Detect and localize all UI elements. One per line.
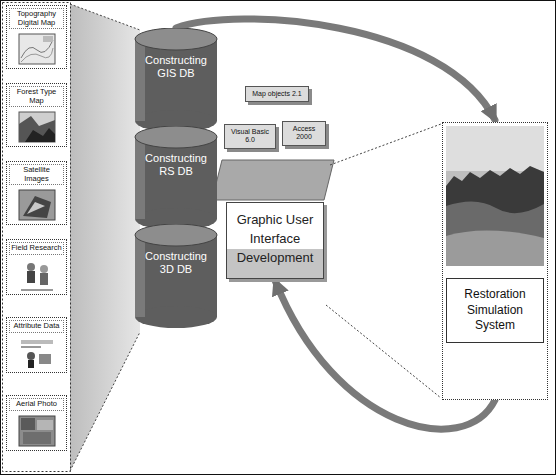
- flow-arrow: [176, 19, 495, 120]
- source-item: Satellite Images: [6, 161, 67, 225]
- source-item: Forest Type Map: [6, 83, 67, 147]
- software-box: Visual Basic 6.0: [224, 124, 276, 149]
- node-label: Restoration Simulation System: [451, 287, 539, 334]
- database-cylinder: Constructing GIS DB: [134, 28, 218, 132]
- funnel-shade: [70, 4, 140, 471]
- source-item: Field Research: [6, 239, 67, 295]
- source-icon: [17, 32, 57, 66]
- node-label: Topography Digital Map: [9, 8, 64, 29]
- node-label: Field Research: [9, 242, 64, 255]
- source-item: Aerial Photo: [6, 395, 67, 451]
- title-box: Restoration Simulation System: [446, 278, 544, 343]
- funnel-line: [70, 332, 140, 471]
- cylinder-shape: [134, 126, 218, 230]
- system-panel: Restoration Simulation System: [442, 122, 548, 400]
- node-label: Map objects 2.1: [249, 90, 305, 98]
- zoom-line: [330, 124, 441, 165]
- source-item: Attribute Data: [6, 317, 67, 373]
- node-label: Graphic User Interface Development: [233, 211, 317, 268]
- node-label: Access 2000: [286, 125, 322, 142]
- node-label: Visual Basic 6.0: [228, 128, 272, 145]
- node-label: Constructing GIS DB: [134, 28, 218, 80]
- cylinder-shape: [134, 224, 218, 328]
- node-label: Constructing 3D DB: [134, 224, 218, 276]
- platform: [212, 160, 334, 200]
- gui-box: Graphic User Interface Development: [226, 202, 324, 279]
- source-icon: [17, 414, 57, 448]
- source-icon: [17, 188, 57, 222]
- source-icon: [17, 258, 57, 292]
- database-cylinder: Constructing 3D DB: [134, 224, 218, 328]
- source-icon: [17, 336, 57, 370]
- cylinder-shape: [134, 28, 218, 132]
- software-box: Access 2000: [282, 121, 326, 146]
- source-item: Topography Digital Map: [6, 5, 67, 69]
- node-label: Satellite Images: [9, 164, 64, 185]
- funnel-line: [70, 4, 140, 30]
- node-label: Forest Type Map: [9, 86, 64, 107]
- software-box: Map objects 2.1: [245, 86, 309, 102]
- source-panel: [3, 3, 71, 472]
- node-label: Constructing RS DB: [134, 126, 218, 178]
- terrain-image: [446, 126, 544, 266]
- node-label: Aerial Photo: [9, 398, 64, 411]
- node-label: Attribute Data: [9, 320, 64, 333]
- source-icon: [17, 110, 57, 144]
- database-cylinder: Constructing RS DB: [134, 126, 218, 230]
